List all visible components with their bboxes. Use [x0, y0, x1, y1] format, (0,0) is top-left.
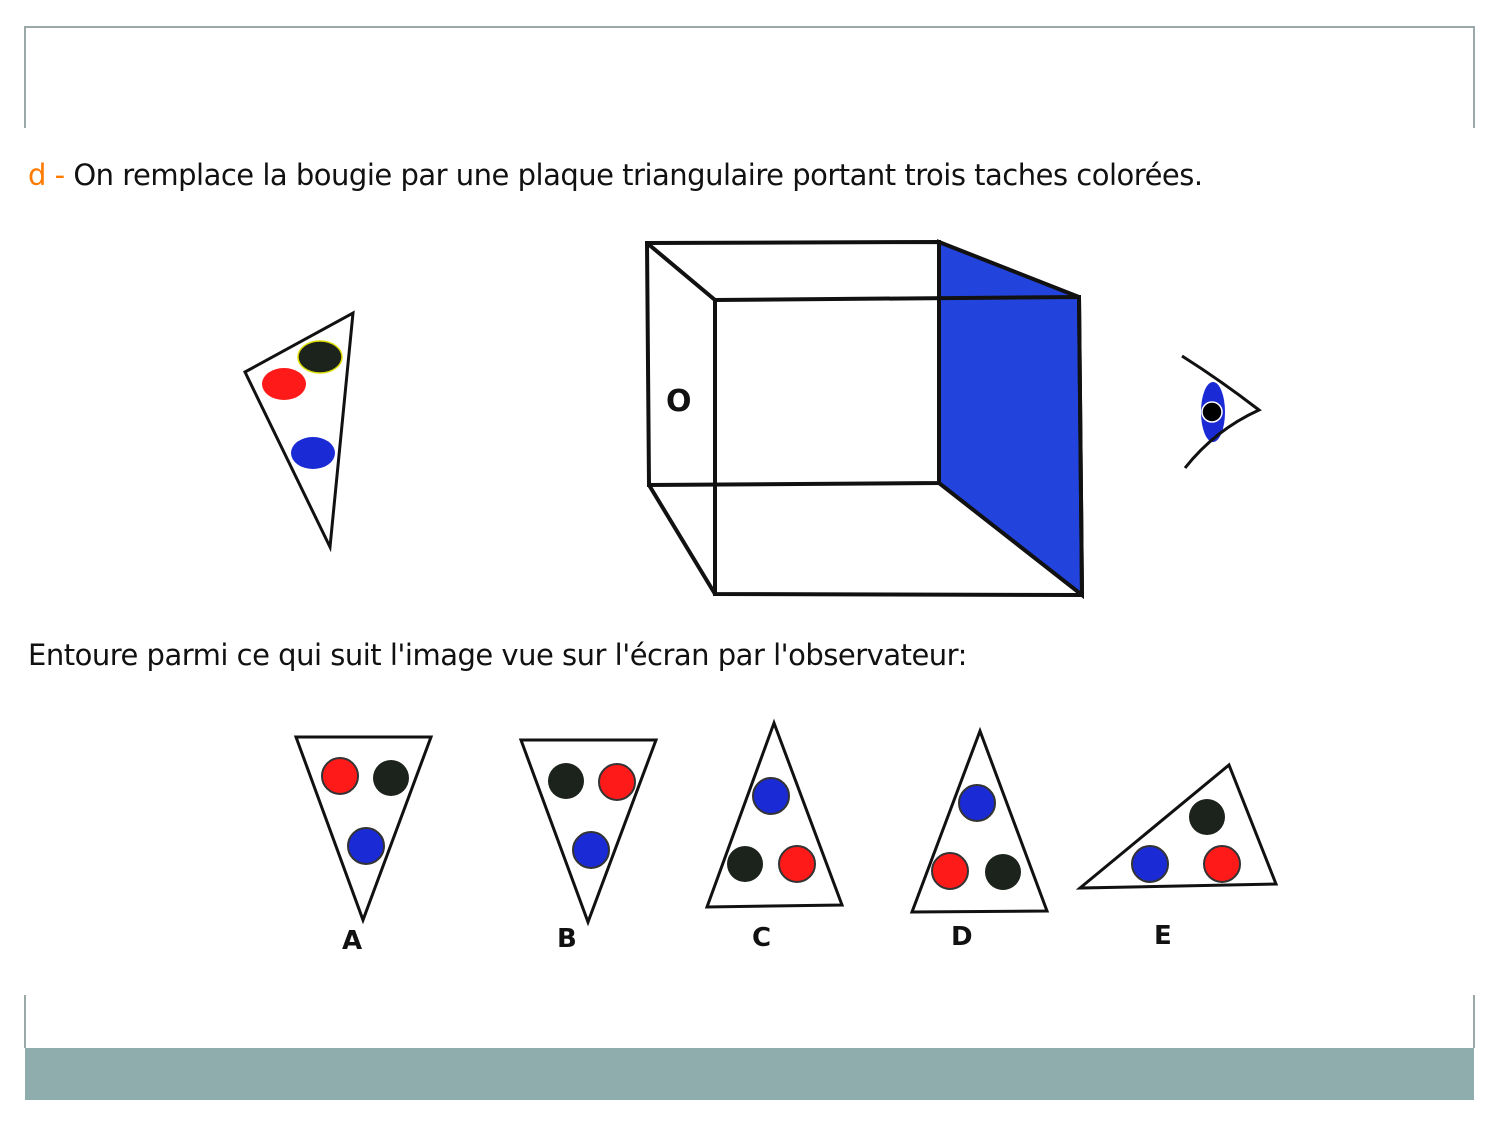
option-label-E[interactable]: E: [1154, 921, 1172, 951]
option-C[interactable]: [704, 718, 845, 909]
blue-spot: [291, 437, 335, 469]
option-label-C[interactable]: C: [752, 923, 772, 953]
option-D[interactable]: [909, 726, 1050, 914]
black-spot: [297, 340, 343, 374]
instruction-text: Entoure parmi ce qui suit l'image vue su…: [28, 638, 967, 672]
question-text: On remplace la bougie par une plaque tri…: [73, 158, 1203, 192]
option-E[interactable]: [1075, 762, 1279, 890]
option-label-A[interactable]: A: [342, 926, 363, 956]
red-spot: [262, 368, 306, 400]
camera-obscura-box: [644, 239, 1085, 600]
option-label-B[interactable]: B: [557, 924, 577, 954]
source-triangular-plate: [243, 310, 355, 553]
option-label-D[interactable]: D: [951, 922, 973, 952]
screen: [937, 239, 1085, 600]
question-heading: d - On remplace la bougie par une plaque…: [28, 158, 1203, 192]
question-prefix: d -: [28, 158, 65, 192]
slide-frame: [24, 26, 1475, 1048]
option-B[interactable]: [518, 738, 659, 927]
observer-eye-icon: [1181, 354, 1262, 469]
option-A[interactable]: [293, 735, 434, 925]
pinhole-label: O: [666, 384, 692, 419]
footer-band: [25, 1048, 1474, 1100]
